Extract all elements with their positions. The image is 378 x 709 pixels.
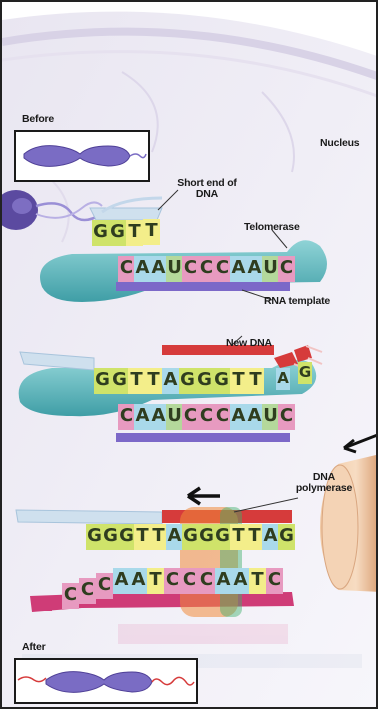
nucleotide-base: T — [230, 524, 247, 550]
nucleotide-base: T — [147, 568, 164, 594]
nucleotide-base: T — [128, 368, 145, 394]
before-label: Before — [22, 114, 54, 125]
telomerase-label: Telomerase — [244, 222, 300, 233]
nucleotide-base: C — [118, 256, 135, 282]
nucleotide-base: A — [150, 404, 167, 430]
nucleotide-base: A — [150, 256, 167, 282]
step3-dna-backbone — [16, 510, 162, 524]
nucleotide-base: A — [130, 568, 147, 594]
nucleotide-base: G — [179, 368, 196, 394]
nucleotide-base: G — [102, 524, 119, 550]
nucleotide-base: G — [278, 524, 295, 550]
nucleotide-base: T — [230, 368, 247, 394]
nucleotide-base: C — [118, 404, 135, 430]
new-dna-label: New DNA — [226, 338, 272, 349]
nucleotide-base: U — [262, 404, 279, 430]
free-nucleotide: G — [298, 362, 312, 384]
nucleotide-base: T — [249, 568, 266, 594]
nucleotide-base: A — [215, 568, 232, 594]
step1-rna-backbone — [116, 282, 290, 291]
nucleotide-base: T — [143, 219, 160, 245]
extended-chromosome-icon — [16, 660, 196, 702]
nucleotide-base: A — [134, 404, 151, 430]
nucleotide-base: C — [79, 578, 96, 604]
nucleotide-base: C — [278, 404, 295, 430]
nucleotide-base: G — [111, 368, 128, 394]
after-label: After — [22, 642, 46, 653]
nucleotide-base: A — [230, 404, 247, 430]
nucleotide-base: T — [145, 368, 162, 394]
nucleotide-base: U — [166, 256, 183, 282]
nucleotide-base: G — [92, 220, 109, 246]
nucleotide-base: C — [214, 404, 231, 430]
nucleotide-base: C — [198, 256, 215, 282]
nucleotide-base: G — [213, 368, 230, 394]
nucleotide-base: U — [262, 256, 279, 282]
step2-rna-backbone — [116, 433, 290, 442]
nucleotide-base: C — [198, 568, 215, 594]
rna-template-label: RNA template — [264, 296, 330, 307]
nucleotide-base: G — [109, 220, 126, 246]
nucleotide-base: C — [198, 404, 215, 430]
nucleotide-base: A — [166, 524, 183, 550]
free-nucleotide: A — [276, 368, 290, 390]
nucleotide-base: C — [266, 568, 283, 594]
nucleotide-base: C — [181, 568, 198, 594]
after-inset — [14, 658, 198, 704]
nucleotide-base: G — [86, 524, 103, 550]
nucleotide-base: C — [182, 404, 199, 430]
nucleotide-base: A — [246, 404, 263, 430]
nucleotide-base: C — [214, 256, 231, 282]
nucleotide-base: A — [113, 568, 130, 594]
nucleotide-base: T — [126, 220, 143, 246]
before-inset — [14, 130, 150, 182]
nucleotide-base: C — [182, 256, 199, 282]
nucleotide-base: T — [150, 524, 167, 550]
nucleotide-base: A — [230, 256, 247, 282]
nucleotide-base: G — [214, 524, 231, 550]
nucleotide-base: T — [246, 524, 263, 550]
nucleotide-base: G — [196, 368, 213, 394]
short-end-label: Short end of DNA — [170, 178, 244, 200]
nucleotide-base: C — [62, 583, 79, 609]
nucleotide-base: T — [134, 524, 151, 550]
nucleotide-base: C — [96, 573, 113, 599]
nucleotide-base: T — [247, 368, 264, 394]
nucleotide-base: C — [278, 256, 295, 282]
short-chromosome-icon — [16, 132, 148, 180]
nucleotide-base: G — [94, 368, 111, 394]
nucleotide-base: A — [134, 256, 151, 282]
nucleotide-base: U — [166, 404, 183, 430]
nucleotide-base: C — [164, 568, 181, 594]
nucleotide-base: A — [246, 256, 263, 282]
nucleotide-base: A — [232, 568, 249, 594]
nucleotide-base: G — [118, 524, 135, 550]
dna-polymerase-label: DNA polymerase — [294, 472, 354, 494]
nucleotide-base: A — [262, 524, 279, 550]
step1-dna-backbone — [90, 208, 162, 220]
nucleotide-base: G — [182, 524, 199, 550]
nucleus-label: Nucleus — [320, 138, 359, 149]
nucleotide-base: A — [162, 368, 179, 394]
nucleotide-base: G — [198, 524, 215, 550]
